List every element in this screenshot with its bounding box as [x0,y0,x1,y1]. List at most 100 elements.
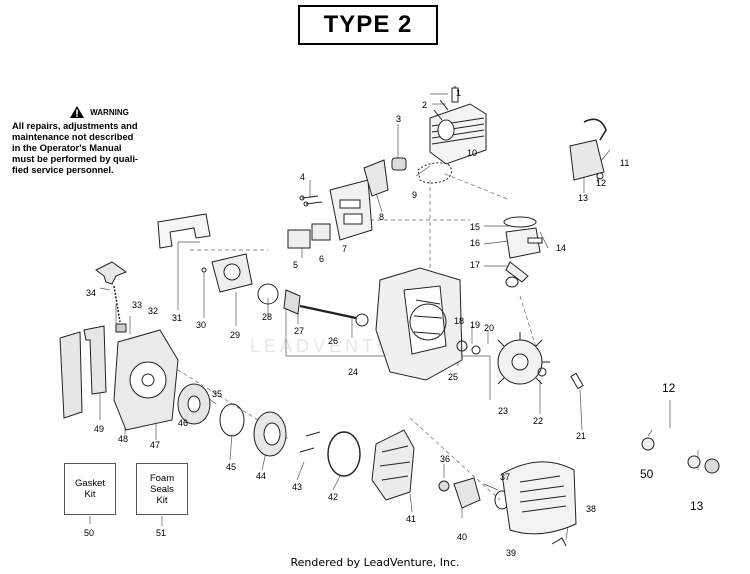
callout-number: 39 [506,548,517,558]
kit-label: Gasket [74,478,106,489]
callout-number: 5 [293,260,299,270]
callout-number: 38 [586,504,597,514]
seal-part [456,340,468,352]
grommet-part [641,437,655,451]
muffler-part [329,159,389,241]
washer-part [471,345,481,355]
flywheel-part [497,332,550,385]
callout-number: 20 [484,323,495,333]
warning-line: must be performed by quali- [12,153,139,164]
fan-part [371,429,415,501]
kit-number: 51 [156,528,167,538]
intake-part [211,253,253,293]
warning-text: All repairs, adjustments and maintenance… [12,120,177,175]
foam-seal-part [83,325,107,395]
fan-housing-part [501,461,577,535]
callout-number: 45 [226,462,237,472]
pin-part [201,267,207,273]
starter-housing-part [113,329,179,431]
footer-credit: Rendered by LeadVenture, Inc. [290,556,460,569]
starter-handle-part [95,261,128,333]
callout-number: 47 [150,440,161,450]
callout-number: 23 [498,406,509,416]
kit-label: Kit [156,494,168,506]
callout-number: 27 [294,326,305,336]
kit-label: Foam [149,472,175,484]
callout-number: 43 [292,482,303,492]
ignition-module-part [569,118,607,181]
washer-part [219,403,245,437]
callout-number: 37 [500,472,511,482]
callout-number: 40 [457,532,468,542]
callout-number: 36 [440,454,451,464]
callout-number: 13 [578,193,589,203]
callout-number: 48 [118,434,129,444]
callout-number: 19 [470,320,481,330]
impeller-part [453,477,481,509]
side-callout-number: 12 [662,381,676,395]
warning-line: in the Operator's Manual [12,142,122,153]
callout-number: 7 [342,244,348,254]
kit-label: Kit [84,489,96,500]
callout-number: 49 [94,424,105,434]
callout-number: 32 [148,306,159,316]
callout-number: 41 [406,514,417,524]
callout-number: 35 [212,389,223,399]
callout-number: 11 [620,158,630,168]
nut-part [537,367,547,377]
side-callout-number: 13 [690,499,704,513]
warning-heading: WARNING [22,106,177,118]
callout-number: 4 [300,172,306,182]
callout-number: 10 [467,148,478,158]
key-part [570,372,584,390]
drum-part [327,431,361,477]
screw-part [299,195,323,207]
callout-number: 44 [256,471,267,481]
nut-part [438,480,450,492]
callout-number: 25 [448,372,459,382]
air-deflector-part [157,213,211,249]
kit-number: 50 [84,528,95,538]
gasket-ring-part [257,283,279,305]
callout-number: 17 [470,260,481,270]
callout-number: 12 [596,178,607,188]
screw-part [299,431,321,453]
side-callout-number: 50 [640,467,654,481]
callout-number: 31 [172,313,183,323]
clutch-part [253,411,287,457]
grommet-part [687,455,701,469]
callout-number: 26 [328,336,339,346]
warning-heading-text: WARNING [90,107,129,117]
callout-number: 42 [328,492,339,502]
callout-number: 18 [454,316,465,326]
callout-number: 24 [348,367,359,377]
warning-triangle-icon [70,106,85,118]
warning-notice: WARNING All repairs, adjustments and mai… [12,106,177,175]
spark-arrestor-part [287,229,311,249]
kit-label: Seals [150,483,174,495]
crankshaft-part [283,289,369,327]
foam-seal-part [59,331,83,419]
callout-number: 2 [422,100,428,110]
callout-number: 16 [470,238,481,248]
callout-number: 14 [556,243,567,253]
cylinder-part [429,103,487,165]
callout-number: 3 [396,114,402,124]
warning-line: All repairs, adjustments and [12,120,138,131]
warning-line: maintenance not described [12,131,134,142]
callout-number: 9 [412,190,418,200]
bolt-part [433,99,449,121]
callout-number: 28 [262,312,273,322]
gasket-part [417,162,452,184]
callout-number: 15 [470,222,481,232]
callout-number: 6 [319,254,325,264]
screen-part [311,223,331,241]
callout-number: 29 [230,330,241,340]
piston-part [503,216,543,288]
page-title: TYPE 2 [298,5,438,45]
callout-number: 46 [178,418,189,428]
spark-plug-part [451,86,459,103]
